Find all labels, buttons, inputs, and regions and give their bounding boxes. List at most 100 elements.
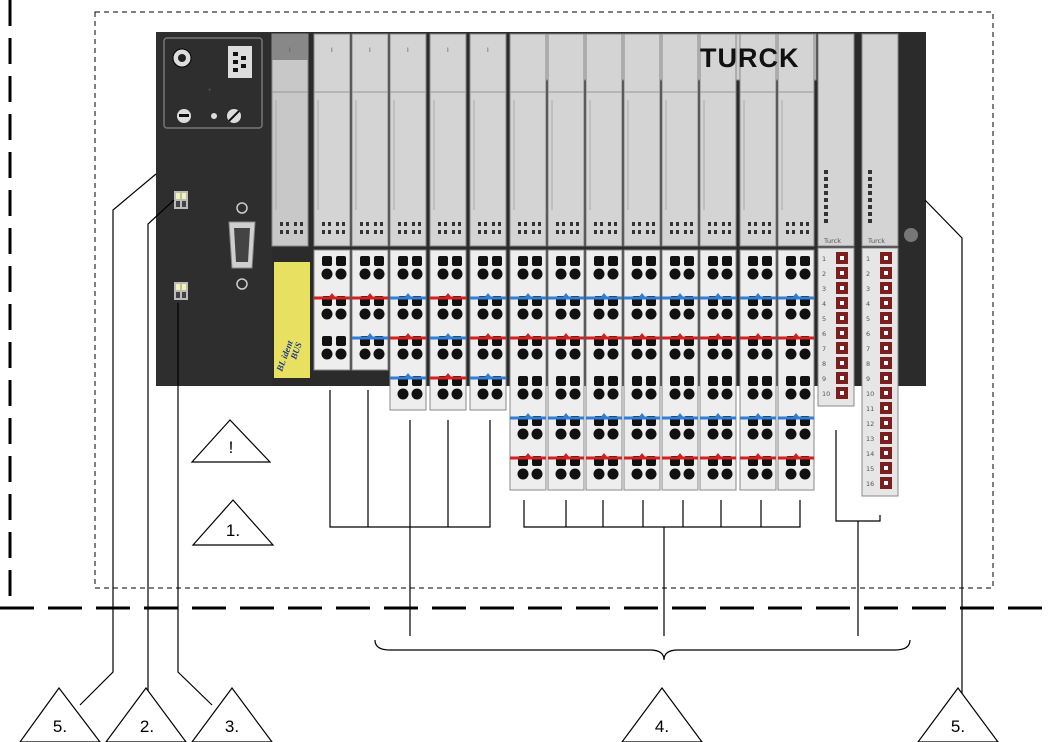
terminal-clamp (684, 256, 694, 266)
relay-terminal-hole (840, 346, 844, 350)
terminal-clamp (492, 256, 502, 266)
relay-number: 11 (866, 405, 874, 413)
status-led (412, 222, 415, 226)
io-slice (623, 33, 661, 491)
relay-number: 7 (866, 345, 870, 353)
bus-marker (562, 413, 570, 418)
io-slice (509, 33, 547, 491)
svg-text:2.: 2. (140, 717, 154, 736)
module-body (661, 33, 699, 247)
terminal-screw (747, 468, 759, 480)
terminal-clamp (632, 376, 642, 386)
terminal-screw (721, 308, 733, 320)
status-led (762, 230, 765, 234)
status-led (768, 222, 771, 226)
status-led (690, 222, 693, 226)
status-led (322, 230, 325, 234)
station-boundary (94, 11, 994, 589)
terminal-clamp (670, 376, 680, 386)
terminal-screw (607, 468, 619, 480)
svg-text:!: ! (229, 438, 234, 457)
relay-terminal-hole (840, 301, 844, 305)
terminal-clamp (748, 376, 758, 386)
slot-marker: I (487, 47, 489, 54)
terminal-clamp (594, 376, 604, 386)
brand-logo: TURCK (700, 43, 800, 73)
io-slice: I (429, 33, 467, 411)
terminal-block (623, 249, 661, 491)
terminal-screw (669, 388, 681, 400)
status-led (646, 230, 649, 234)
terminal-clamp (594, 256, 604, 266)
status-led (300, 222, 303, 226)
status-led (294, 222, 297, 226)
bus-marker (562, 453, 570, 458)
terminal-screw (477, 388, 489, 400)
terminal-screw (707, 308, 719, 320)
status-led (576, 230, 579, 234)
terminal-screw (669, 348, 681, 360)
status-led (492, 222, 495, 226)
status-led (600, 230, 603, 234)
io-slice: I (351, 33, 389, 371)
slot-marker: I (369, 47, 371, 54)
terminal-screw (593, 268, 605, 280)
terminal-screw (373, 348, 385, 360)
terminal-clamp (532, 256, 542, 266)
relay-terminal-hole (884, 286, 888, 290)
relay-number: 4 (822, 300, 826, 308)
relay-terminal-hole (884, 466, 888, 470)
bus-marker (524, 413, 532, 418)
status-led (342, 222, 345, 226)
status-led (286, 230, 289, 234)
terminal-screw (799, 468, 811, 480)
callout-warning: ! (190, 419, 272, 463)
terminal-screw (645, 428, 657, 440)
terminal-screw (569, 428, 581, 440)
terminal-screw (477, 348, 489, 360)
relay-led (868, 191, 872, 195)
terminal-screw (411, 388, 423, 400)
terminal-screw (451, 348, 463, 360)
terminal-screw (593, 428, 605, 440)
status-led (608, 222, 611, 226)
svg-text:3.: 3. (225, 717, 239, 736)
relay-brand-label: Turck (867, 237, 885, 245)
slot-marker: I (407, 47, 409, 54)
slot-marker: I (331, 47, 333, 54)
terminal-clamp (722, 376, 732, 386)
relay-number: 2 (866, 270, 870, 278)
callout-io-modules: 4. (621, 686, 703, 742)
terminal-screw (321, 348, 333, 360)
bus-marker (328, 293, 336, 298)
status-led (524, 222, 527, 226)
terminal-screw (593, 348, 605, 360)
svg-text:1.: 1. (226, 521, 240, 540)
relay-led (824, 205, 828, 209)
relay-led (868, 205, 872, 209)
relay-led (868, 184, 872, 188)
terminal-screw (607, 268, 619, 280)
terminal-screw (683, 268, 695, 280)
status-led (524, 230, 527, 234)
terminal-screw (437, 348, 449, 360)
module-body (313, 33, 351, 247)
terminal-screw (707, 388, 719, 400)
terminal-screw (491, 388, 503, 400)
terminal-screw (799, 388, 811, 400)
relay-terminal-hole (884, 301, 888, 305)
status-led (638, 222, 641, 226)
status-led (360, 222, 363, 226)
module-header (272, 34, 308, 60)
status-led (492, 230, 495, 234)
relay-led (824, 177, 828, 181)
status-led (652, 222, 655, 226)
terminal-screw (645, 268, 657, 280)
relay-number: 9 (866, 375, 870, 383)
status-led (458, 222, 461, 226)
relay-terminal-hole (884, 331, 888, 335)
terminal-screw (491, 348, 503, 360)
status-led (570, 230, 573, 234)
bus-marker (484, 373, 492, 378)
status-led (498, 230, 501, 234)
